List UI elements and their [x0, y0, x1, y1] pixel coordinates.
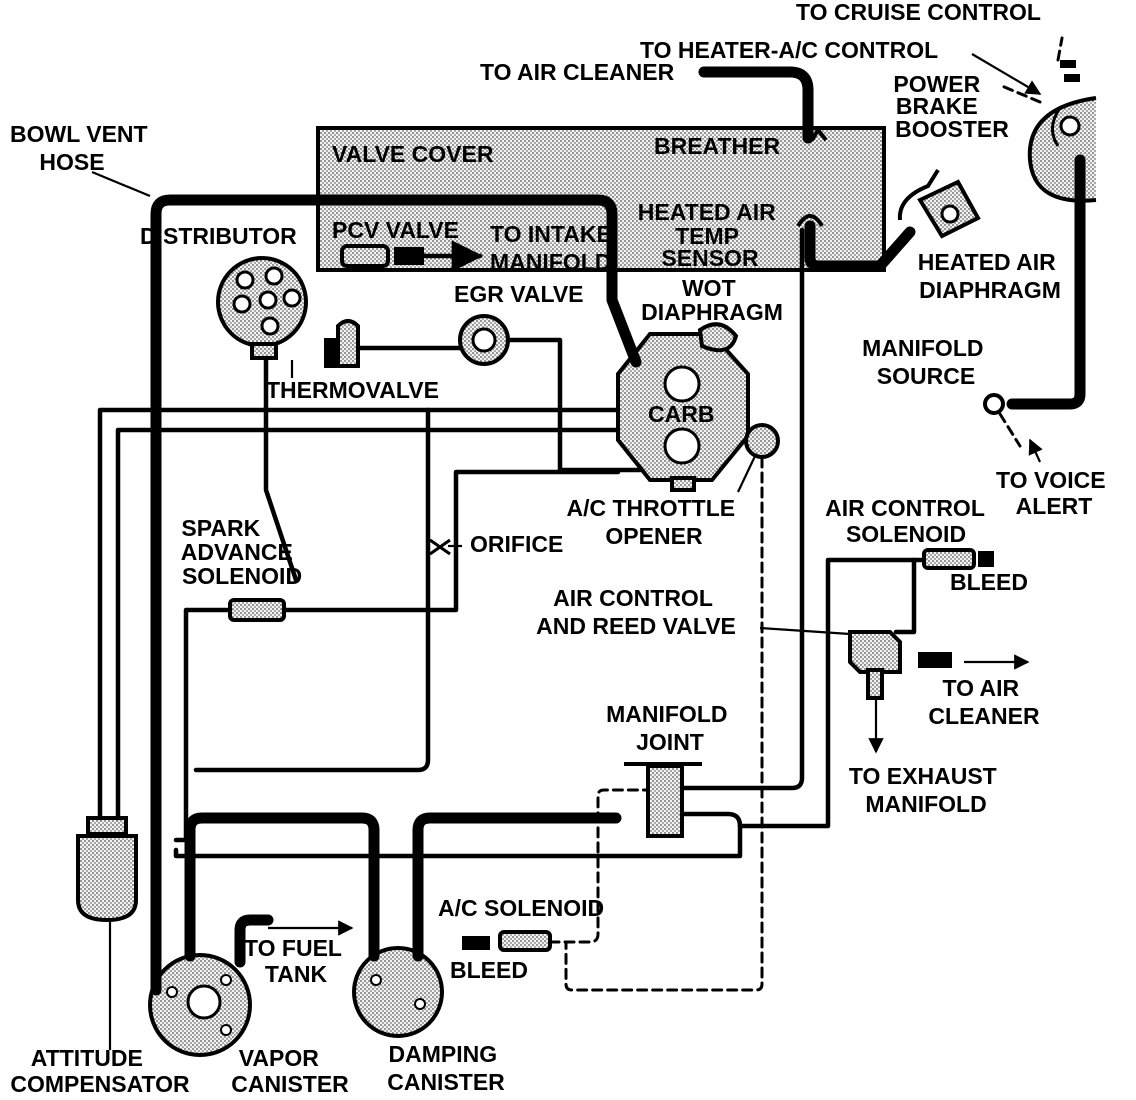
label-power-brake-booster: POWER BRAKE BOOSTER — [893, 71, 1009, 142]
manifold-source-fitting — [983, 393, 1005, 415]
manifold-joint — [624, 762, 702, 838]
thin-hoses — [97, 227, 927, 859]
cruise-control-connector — [1060, 60, 1076, 68]
dashed-hoses — [548, 36, 1064, 992]
thermovalve — [324, 319, 360, 368]
carburetor — [616, 332, 750, 492]
label-breather: BREATHER — [654, 133, 780, 159]
label-to-air-cleaner-top: TO AIR CLEANER — [480, 59, 675, 85]
label-ac-throttle-opener: A/C THROTTLE OPENER — [566, 495, 741, 549]
label-air-control-reed-valve: AIR CONTROL AND REED VALVE — [536, 585, 736, 639]
egr-valve — [458, 314, 510, 366]
label-distributor: DISTRIBUTOR — [140, 223, 297, 249]
heated-air-diaphragm — [897, 168, 981, 239]
label-heated-air-diaphragm: HEATED AIR DIAPHRAGM — [918, 249, 1062, 303]
air-control-reed-valve — [848, 630, 952, 700]
damping-canister — [352, 946, 444, 1038]
label-to-intake-manifold: TO INTAKE MANIFOLD — [490, 221, 618, 275]
label-air-control-solenoid: AIR CONTROL SOLENOID — [825, 495, 991, 547]
label-to-air-cleaner-right: TO AIR CLEANER — [928, 675, 1040, 729]
label-to-cruise-control: TO CRUISE CONTROL — [796, 0, 1041, 25]
label-orifice: ORIFICE — [470, 531, 563, 557]
heated-air-temp-sensor-fitting — [796, 214, 824, 228]
label-to-voice-alert: TO VOICE ALERT — [996, 467, 1112, 519]
label-vapor-canister: VAPOR CANISTER — [231, 1045, 349, 1097]
label-spark-advance-solenoid: SPARK ADVANCE SOLENOID — [181, 515, 302, 589]
attitude-compensator — [76, 816, 138, 923]
leader-lines — [91, 53, 1043, 1050]
breather-fitting — [810, 126, 828, 142]
label-heated-air-temp-sensor: HEATED AIR TEMP SENSOR — [638, 199, 782, 271]
vapor-canister — [148, 953, 252, 1057]
label-attitude-compensator: ATTITUDE COMPENSATOR — [10, 1045, 190, 1097]
ac-throttle-opener — [744, 423, 780, 459]
label-to-exhaust-manifold: TO EXHAUST MANIFOLD — [849, 763, 1003, 817]
label-wot-diaphragm: WOT DIAPHRAGM — [641, 275, 783, 325]
label-manifold-source: MANIFOLD SOURCE — [862, 335, 990, 389]
label-to-fuel-tank: TO FUEL TANK — [244, 935, 348, 987]
label-thermovalve: THERMOVALVE — [266, 377, 439, 403]
thick-hoses — [150, 66, 1086, 996]
air-control-solenoid — [922, 548, 994, 570]
heater-ac-connector — [1064, 74, 1080, 82]
pcv-valve — [340, 244, 424, 268]
distributor — [216, 256, 308, 360]
label-manifold-joint: MANIFOLD JOINT — [606, 701, 734, 755]
label-pcv-valve: PCV VALVE — [332, 217, 459, 243]
power-brake-booster — [1027, 96, 1097, 203]
spark-advance-solenoid — [228, 598, 286, 622]
label-bleed-bottom: BLEED — [450, 957, 528, 983]
label-to-heater-ac-control: TO HEATER-A/C CONTROL — [640, 37, 938, 63]
label-egr-valve: EGR VALVE — [454, 281, 584, 307]
label-ac-solenoid: A/C SOLENOID — [438, 895, 604, 921]
label-bleed-right: BLEED — [950, 569, 1028, 595]
label-bowl-vent-hose: BOWL VENT HOSE — [10, 121, 154, 175]
label-damping-canister: DAMPING CANISTER — [387, 1041, 505, 1095]
wot-diaphragm — [697, 322, 739, 353]
label-carb: CARB — [648, 401, 714, 427]
label-valve-cover: VALVE COVER — [332, 141, 494, 167]
ac-solenoid — [462, 930, 552, 952]
orifice — [429, 538, 451, 556]
